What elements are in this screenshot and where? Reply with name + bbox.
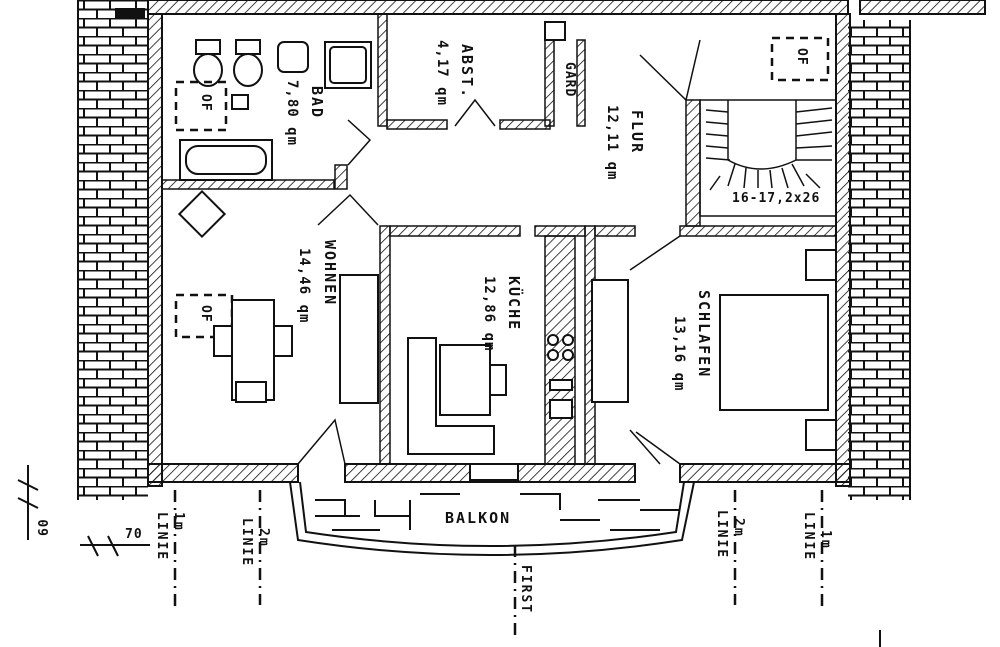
of-label-living: OF: [198, 305, 213, 323]
stair-dimension: 16-17,2x26: [732, 191, 821, 206]
wohnen-label: WOHNEN: [321, 240, 339, 307]
first-label: FIRST: [518, 565, 533, 615]
kueche-area: 12,86 qm: [481, 276, 497, 352]
of-label-bath: OF: [198, 94, 213, 112]
garderobe-mark: [544, 21, 566, 41]
living-furniture: [177, 189, 379, 404]
kueche-label: KÜCHE: [505, 276, 523, 332]
kitchen-furniture: [407, 279, 629, 455]
balcony: [289, 463, 695, 556]
flur-area: 12,11 qm: [604, 105, 620, 181]
linie-1m-right-word: LINIE: [801, 512, 816, 562]
flur-label: FLUR: [628, 110, 646, 155]
linie-1m-left-dist: 1m: [171, 512, 186, 532]
abst-label: ABST.: [458, 44, 476, 100]
bad-label: BAD: [308, 86, 326, 120]
gard-label: GARD: [562, 62, 577, 98]
bad-area: 7,80 qm: [284, 80, 300, 147]
staircase: [699, 99, 837, 217]
linie-2m-left-dist: 2m: [256, 528, 271, 548]
linie-2m-left-word: LINIE: [239, 518, 254, 568]
chimney-mark: [115, 8, 145, 18]
schlafen-area: 13,16 qm: [671, 316, 687, 392]
of-label-hall: OF: [794, 48, 809, 66]
bedroom-furniture: [719, 249, 837, 451]
bathroom-fixtures: [179, 39, 372, 181]
linie-1m-right-dist: 1m: [818, 530, 833, 550]
dimension-70: 70: [125, 527, 143, 542]
abst-area: 4,17 qm: [434, 40, 450, 107]
interior-walls: [161, 13, 837, 465]
linie-1m-left-word: LINIE: [154, 512, 169, 562]
linie-2m-right-dist: 2m: [731, 518, 746, 538]
dimension-60: 60: [37, 518, 52, 536]
schlafen-label: SCHLAFEN: [695, 290, 713, 379]
door-swings: [297, 39, 701, 465]
brick-strip-right: [848, 20, 910, 500]
linie-2m-right-word: LINIE: [714, 510, 729, 560]
wohnen-area: 14,46 qm: [296, 248, 312, 324]
linie-markers: [173, 490, 824, 640]
brick-strip-left: [78, 0, 148, 500]
balkon-label: BALKON: [445, 509, 512, 527]
dimension-marks: [17, 465, 881, 647]
balcony-paving: [315, 493, 680, 531]
